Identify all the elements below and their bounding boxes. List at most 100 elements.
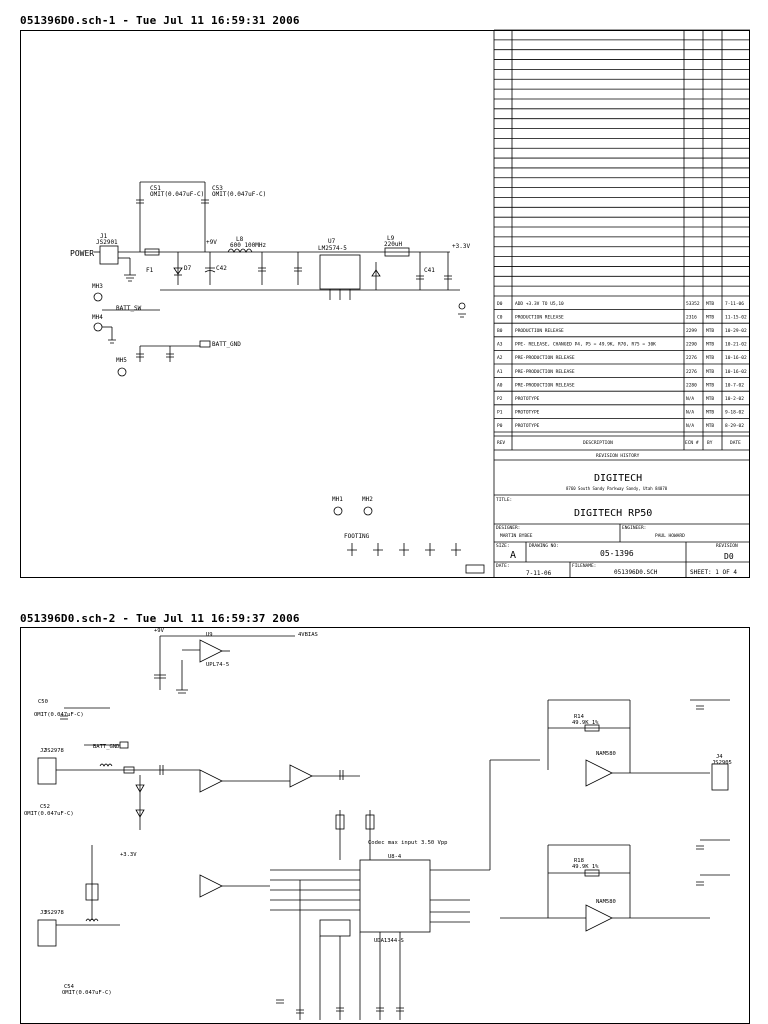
sheet1-header: 051396D0.sch-1 - Tue Jul 11 16:59:31 200… xyxy=(20,14,300,27)
revision-cell-date: 10-2-02 xyxy=(725,396,744,402)
revision-cell-rev: C0 xyxy=(497,314,503,320)
codec-note: Codec max input 3.50 Vpp xyxy=(368,840,447,846)
batt-sw-label: BATT_SW xyxy=(116,305,142,312)
col-date-label: DATE xyxy=(730,440,741,446)
engineer-name: PAUL HOWARD xyxy=(655,533,685,539)
revision-cell-by: MTB xyxy=(706,328,714,334)
mh4-label: MH4 xyxy=(92,314,103,321)
designer-label: DESIGNER: xyxy=(496,525,520,531)
r18-value: 49.9K 1% xyxy=(572,864,599,870)
mh2-label: MH2 xyxy=(362,496,373,503)
sheet-number: SHEET: 1 OF 4 xyxy=(690,569,737,576)
c51-value: OMIT(0.047uF-C) xyxy=(150,191,204,198)
revision-cell-date: 8-29-02 xyxy=(725,423,744,429)
revision-cell-desc: ADD +3.3V TO U5,10 xyxy=(515,301,564,307)
revision-cell-rev: A0 xyxy=(497,382,503,388)
revision-cell-desc: PRE-PRODUCTION RELEASE xyxy=(515,355,575,361)
revision-cell-by: MTB xyxy=(706,423,714,429)
c52-value: OMIT(0.047uF-C) xyxy=(24,811,74,817)
nam580-a-label: NAM580 xyxy=(596,751,616,757)
sheet1-schematic xyxy=(93,181,485,574)
mh1-label: MH1 xyxy=(332,496,343,503)
plus9-label-2: +9V xyxy=(154,628,165,634)
sheet1-labels: POWER J1 JS2901 C51 OMIT(0.047uF-C) C53 … xyxy=(70,185,470,540)
j2-label: J2 xyxy=(40,748,47,754)
j1-label: J1 xyxy=(100,233,108,240)
revision-cell-date: 9-18-02 xyxy=(725,410,744,416)
title-block-text: REV DESCRIPTION ECN # BY DATE REVISION H… xyxy=(496,440,741,577)
revision-cell-desc: PRODUCTION RELEASE xyxy=(515,314,564,320)
plus33-label: +3.3V xyxy=(452,243,470,250)
r14-label: R14 xyxy=(574,714,585,720)
revision-cell-desc: PROTOTYPE xyxy=(515,410,540,416)
codec-u8 xyxy=(359,859,431,933)
revision-cell-ecn: 2280 xyxy=(686,382,697,388)
revision-cell-date: 7-11-06 xyxy=(725,301,744,307)
revision-cell-ecn: 53352 xyxy=(686,301,700,307)
j3-label: J3 xyxy=(40,910,47,916)
nam580-b-label: NAM580 xyxy=(596,899,616,905)
revision-cell-rev: A1 xyxy=(497,369,503,375)
jack-j3 xyxy=(37,919,57,947)
j3-part: JS2978 xyxy=(44,910,64,916)
date-value: 7-11-06 xyxy=(526,570,552,577)
c42-label: C42 xyxy=(216,265,227,272)
l9-label: L9 xyxy=(387,235,395,242)
revision-cell-date: 10-16-02 xyxy=(725,369,747,375)
power-label: POWER xyxy=(70,249,94,258)
c41-label: C41 xyxy=(424,267,435,274)
u9-label: U9 xyxy=(206,632,213,638)
revision-cell-ecn: N/A xyxy=(686,396,694,402)
revision-cell-by: MTB xyxy=(706,369,714,375)
u7-part: LM2574-5 xyxy=(318,245,347,252)
revision-cell-ecn: 2316 xyxy=(686,314,697,320)
plus3v3-label: +3.3V xyxy=(120,852,137,858)
plus9-label: +9V xyxy=(206,239,217,246)
col-by-label: BY xyxy=(707,440,713,446)
revision-cell-by: MTB xyxy=(706,301,714,307)
j1-part: JS2901 xyxy=(96,239,118,246)
c52-label: C52 xyxy=(40,804,50,810)
sheet2-header: 051396D0.sch-2 - Tue Jul 11 16:59:37 200… xyxy=(20,612,300,625)
revision-cell-date: 10-7-02 xyxy=(725,382,744,388)
revision-cell-desc: PROTOTYPE xyxy=(515,396,540,402)
revision-cell-rev: P2 xyxy=(497,396,503,402)
revision-label: REVISION xyxy=(716,543,738,549)
drawing-no-label: DRAWING NO: xyxy=(529,543,559,549)
filename-value: 051396D0.SCH xyxy=(614,569,658,576)
revision-cell-by: MTB xyxy=(706,314,714,320)
revision-cell-ecn: 2299 xyxy=(686,328,697,334)
u8-label: U8-4 xyxy=(388,854,402,860)
c54-value: OMIT(0.047uF-C) xyxy=(62,990,112,996)
r14-value: 49.9K 1% xyxy=(572,720,599,726)
revision-cell-ecn: N/A xyxy=(686,410,694,416)
jack-j2 xyxy=(37,757,57,785)
power-jack-j1 xyxy=(99,245,119,265)
revision-cell-desc: PRE-PRODUCTION RELEASE xyxy=(515,369,575,375)
revision-cell-date: 11-15-02 xyxy=(725,314,747,320)
sheet2-labels: U9 UPL74-5 BATT_GND Codec max input 3.50… xyxy=(24,628,732,996)
l8-label: L8 xyxy=(236,236,244,243)
title-label: TITLE: xyxy=(496,497,512,503)
f1-label: F1 xyxy=(146,267,154,274)
vbias-label: 4VBIAS xyxy=(298,632,318,638)
designer-name: MARTIN BYBEE xyxy=(500,533,533,539)
j2-part: JS2978 xyxy=(44,748,64,754)
c50-label: C50 xyxy=(38,699,48,705)
sheet2-schematic xyxy=(37,635,730,1020)
col-desc-label: DESCRIPTION xyxy=(583,440,613,446)
c53-value: OMIT(0.047uF-C) xyxy=(212,191,266,198)
revision-cell-desc: PRE-PRODUCTION RELEASE xyxy=(515,382,575,388)
revision-cell-by: MTB xyxy=(706,355,714,361)
filename-label: FILENAME: xyxy=(572,563,596,569)
revision-cell-ecn: 2276 xyxy=(686,369,697,375)
revision-cell-rev: P0 xyxy=(497,423,503,429)
batt-gnd-label-2: BATT_GND xyxy=(93,744,120,750)
drawing-title: DIGITECH RP50 xyxy=(574,508,652,519)
revision-cell-date: 10-16-02 xyxy=(725,355,747,361)
revision-cell-ecn: 2276 xyxy=(686,355,697,361)
revision-history-label: REVISION HISTORY xyxy=(596,453,640,459)
opamp-nam580-a xyxy=(585,759,613,787)
